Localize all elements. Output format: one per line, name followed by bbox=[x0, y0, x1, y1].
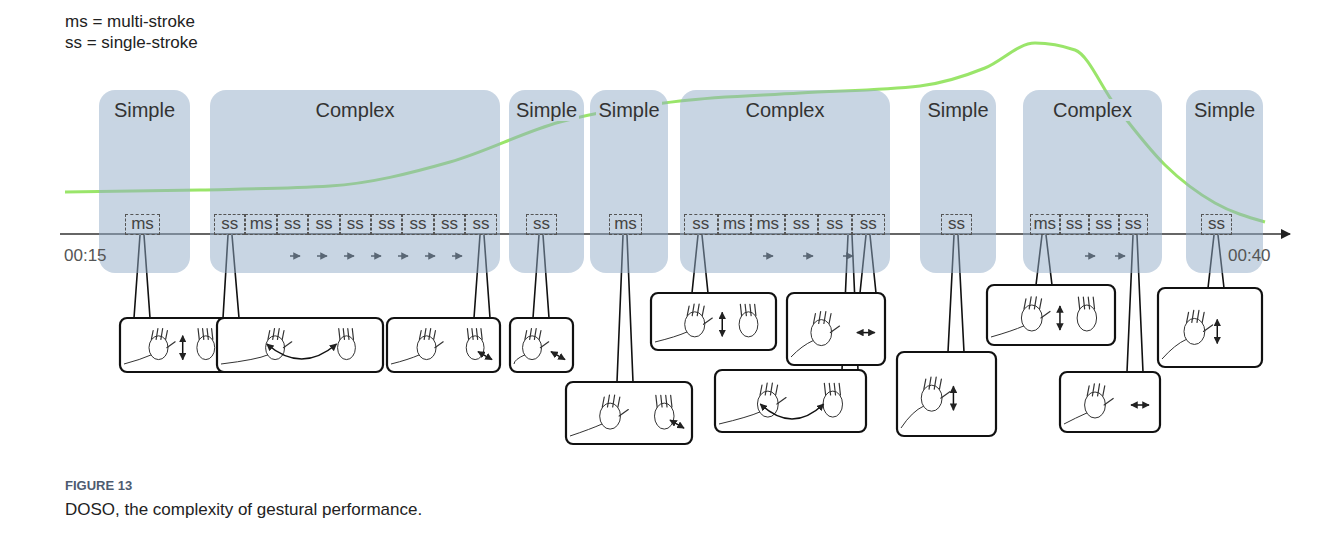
stroke-type: ss bbox=[315, 214, 332, 233]
segment-title: Simple bbox=[596, 99, 661, 121]
stroke-type: ss bbox=[1066, 214, 1083, 233]
stroke-box: ss bbox=[214, 214, 245, 235]
stroke-box: ss bbox=[684, 214, 718, 235]
stroke-box: ms bbox=[609, 214, 642, 235]
stroke-box: ss bbox=[340, 214, 371, 235]
stroke-type: ss bbox=[1095, 214, 1112, 233]
segment-title: Complex bbox=[314, 99, 397, 121]
stroke-box: ms bbox=[125, 214, 160, 235]
stroke-box: ss bbox=[818, 214, 852, 235]
stroke-box: ss bbox=[785, 214, 819, 235]
stroke-box: ss bbox=[852, 214, 886, 235]
stroke-type: ss bbox=[378, 214, 395, 233]
segment-band: Simple ss bbox=[920, 90, 996, 273]
segment-band: Simple ss bbox=[1186, 90, 1263, 273]
segment-band: Simple ms bbox=[590, 90, 668, 273]
stroke-type: ms bbox=[756, 214, 779, 233]
time-label: 00:40 bbox=[1228, 246, 1271, 266]
stroke-type: ss bbox=[948, 214, 965, 233]
stroke-box: ms bbox=[751, 214, 785, 235]
stroke-box: ss bbox=[402, 214, 433, 235]
stroke-type: ms bbox=[250, 214, 273, 233]
segment-band: Simple ms bbox=[99, 90, 190, 273]
stroke-box: ss bbox=[1119, 214, 1149, 235]
segment-band: Simple ss bbox=[509, 90, 584, 273]
stroke-type: ss bbox=[347, 214, 364, 233]
stroke-box: ms bbox=[718, 214, 752, 235]
segment-band: Complexssmsssssssssssssss bbox=[210, 90, 500, 273]
stroke-box: ss bbox=[1089, 214, 1119, 235]
segment-title: Complex bbox=[1051, 99, 1134, 121]
segment-title: Simple bbox=[514, 99, 579, 121]
figure-caption: DOSO, the complexity of gestural perform… bbox=[65, 500, 422, 520]
time-label: 00:15 bbox=[64, 246, 107, 266]
legend-note: ms = multi-stroke bbox=[65, 12, 195, 32]
stroke-type: ss bbox=[1208, 214, 1225, 233]
segment-title: Simple bbox=[112, 99, 177, 121]
segment-band: Complexssmsmsssssss bbox=[680, 90, 890, 273]
stroke-type: ss bbox=[533, 214, 550, 233]
stroke-box: ms bbox=[1030, 214, 1060, 235]
stroke-type: ss bbox=[472, 214, 489, 233]
stroke-type: ms bbox=[1033, 214, 1056, 233]
stroke-type: ss bbox=[826, 214, 843, 233]
stroke-box: ms bbox=[245, 214, 276, 235]
stroke-box: ss bbox=[371, 214, 402, 235]
stroke-box: ss bbox=[1060, 214, 1090, 235]
stroke-type: ms bbox=[131, 214, 154, 233]
segment-title: Complex bbox=[744, 99, 827, 121]
stroke-type: ss bbox=[1125, 214, 1142, 233]
stroke-box: ss bbox=[434, 214, 465, 235]
stroke-type: ss bbox=[284, 214, 301, 233]
segment-band: Complexmsssssss bbox=[1023, 90, 1162, 273]
stroke-box: ss bbox=[277, 214, 308, 235]
stroke-type: ms bbox=[614, 214, 637, 233]
stroke-type: ss bbox=[221, 214, 238, 233]
stroke-box: ss bbox=[526, 214, 557, 235]
segment-title: Simple bbox=[1192, 99, 1257, 121]
figure-number: FIGURE 13 bbox=[65, 478, 132, 493]
stroke-type: ss bbox=[692, 214, 709, 233]
legend-note: ss = single-stroke bbox=[65, 33, 198, 53]
stroke-box: ss bbox=[465, 214, 496, 235]
stroke-box: ss bbox=[941, 214, 972, 235]
stroke-box: ss bbox=[308, 214, 339, 235]
stroke-type: ss bbox=[860, 214, 877, 233]
stroke-box: ss bbox=[1201, 214, 1232, 235]
segment-title: Simple bbox=[925, 99, 990, 121]
stroke-type: ss bbox=[793, 214, 810, 233]
stroke-type: ss bbox=[441, 214, 458, 233]
stroke-type: ss bbox=[410, 214, 427, 233]
stroke-type: ms bbox=[723, 214, 746, 233]
